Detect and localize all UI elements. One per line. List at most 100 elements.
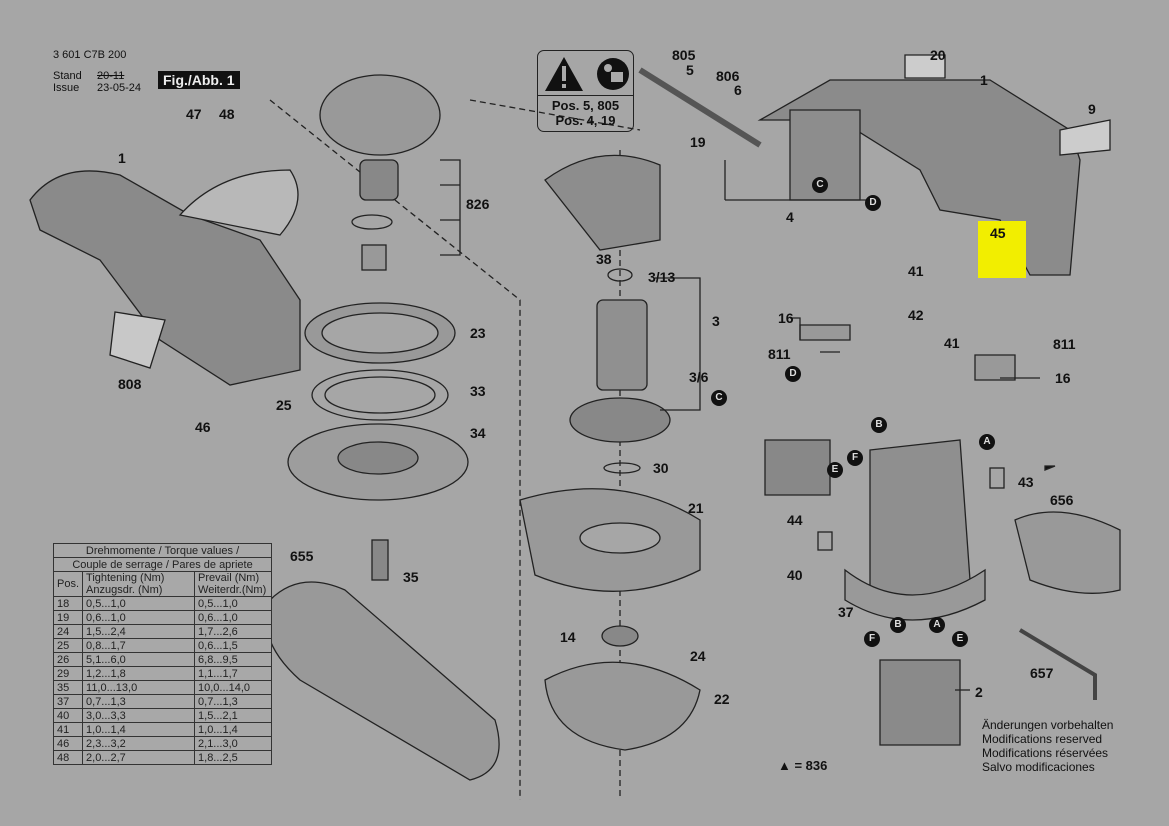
callout-3[interactable]: 3 (712, 313, 720, 329)
connector-a: A (929, 617, 945, 633)
callout-33[interactable]: 33 (470, 383, 486, 399)
part-number: 3 601 C7B 200 (53, 49, 127, 61)
callout-34[interactable]: 34 (470, 425, 486, 441)
issue-label: Issue (53, 82, 80, 94)
pos-cell: 46 (52, 736, 84, 751)
callout-47[interactable]: 47 (186, 106, 202, 122)
pos-cell: 37 (52, 694, 84, 709)
callout-811-b[interactable]: 811 (1053, 336, 1076, 352)
notice-line: Salvo modificaciones (982, 760, 1095, 774)
tightening-cell: 1,2...1,8 (82, 666, 196, 681)
prevail-cell: 10,0...14,0 (194, 680, 273, 695)
callout-41-b[interactable]: 41 (944, 335, 960, 351)
notice-line: Modifications reserved (982, 732, 1103, 746)
tightening-cell: 0,7...1,3 (82, 694, 196, 709)
prevail-cell: 0,5...1,0 (194, 596, 273, 611)
callout-5[interactable]: 5 (686, 62, 694, 78)
callout-44[interactable]: 44 (787, 512, 803, 528)
modifications-notice: Änderungen vorbehalten Modifications res… (982, 718, 1113, 774)
prevail-cell: 0,7...1,3 (194, 694, 273, 709)
stand-value: 20-11 (97, 70, 125, 82)
highlighted-part-45[interactable] (978, 221, 1026, 278)
prevail-cell: 6,8...9,5 (194, 652, 273, 667)
prevail-cell: 1,7...2,6 (194, 624, 273, 639)
callout-826[interactable]: 826 (466, 196, 490, 212)
callout-42[interactable]: 42 (908, 307, 924, 323)
callout-811[interactable]: 811 (768, 346, 791, 362)
callout-22[interactable]: 22 (714, 691, 730, 707)
callout-48[interactable]: 48 (219, 106, 235, 122)
callout-806[interactable]: 806 (716, 68, 740, 84)
callout-41[interactable]: 41 (908, 263, 924, 279)
callout-2[interactable]: 2 (975, 684, 983, 700)
callout-14[interactable]: 14 (560, 629, 576, 645)
callout-16[interactable]: 16 (778, 310, 794, 326)
callout-808[interactable]: 808 (118, 376, 142, 392)
connector-b: B (890, 617, 906, 633)
callout-43[interactable]: 43 (1018, 474, 1034, 490)
callout-3-13[interactable]: 3/13 (648, 269, 676, 285)
warning-box: Pos. 5, 805 Pos. 4, 19 (537, 50, 634, 132)
callout-4[interactable]: 4 (786, 209, 794, 225)
connector-e: E (952, 631, 968, 647)
tightening-cell: 2,0...2,7 (82, 750, 196, 765)
tightening-cell: 0,5...1,0 (82, 596, 196, 611)
callout-45[interactable]: 45 (990, 225, 1006, 241)
read-manual-icon (597, 58, 629, 90)
tightening-cell: 2,3...3,2 (82, 736, 196, 751)
col-pos: Pos. (52, 571, 84, 597)
tightening-cell: 0,6...1,0 (82, 610, 196, 625)
callout-19[interactable]: 19 (690, 134, 706, 150)
connector-b: B (871, 417, 887, 433)
connector-d: D (785, 366, 801, 382)
prevail-cell: 0,6...1,5 (194, 638, 273, 653)
prevail-cell: 1,5...2,1 (194, 708, 273, 723)
connector-c: C (812, 177, 828, 193)
callout-1-handle[interactable]: 1 (118, 150, 126, 166)
callout-3-6[interactable]: 3/6 (689, 369, 709, 385)
warning-line-1: Pos. 5, 805 (551, 98, 620, 113)
callout-16-b[interactable]: 16 (1055, 370, 1071, 386)
callout-805[interactable]: 805 (672, 47, 696, 63)
callout-21[interactable]: 21 (688, 500, 704, 516)
tightening-cell: 1,5...2,4 (82, 624, 196, 639)
callout-20[interactable]: 20 (930, 47, 946, 63)
tightening-cell: 0,8...1,7 (82, 638, 196, 653)
notice-line: Modifications réservées (982, 746, 1109, 760)
callout-40[interactable]: 40 (787, 567, 803, 583)
pos-cell: 19 (52, 610, 84, 625)
connector-f: F (864, 631, 880, 647)
connector-c: C (711, 390, 727, 406)
callout-655[interactable]: 655 (290, 548, 314, 564)
callout-25[interactable]: 25 (276, 397, 292, 413)
callout-24[interactable]: 24 (690, 648, 706, 664)
callout-656[interactable]: 656 (1050, 492, 1074, 508)
callout-30[interactable]: 30 (653, 460, 669, 476)
pos-cell: 26 (52, 652, 84, 667)
callout-37[interactable]: 37 (838, 604, 854, 620)
callout-35[interactable]: 35 (403, 569, 419, 585)
callout-9[interactable]: 9 (1088, 101, 1096, 117)
callout-46[interactable]: 46 (195, 419, 211, 435)
callout-657[interactable]: 657 (1030, 665, 1054, 681)
warning-line-2: Pos. 4, 19 (555, 113, 616, 128)
callout-1-housing[interactable]: 1 (980, 72, 988, 88)
callout-38[interactable]: 38 (596, 251, 612, 267)
prevail-cell: 0,6...1,0 (194, 610, 273, 625)
callout-23[interactable]: 23 (470, 325, 486, 341)
pos-cell: 48 (52, 750, 84, 765)
callout-6[interactable]: 6 (734, 82, 742, 98)
torque-values-table: Drehmomente / Torque values / Couple de … (52, 543, 273, 765)
connector-d: D (865, 195, 881, 211)
prevail-cell: 1,0...1,4 (194, 722, 273, 737)
pos-cell: 18 (52, 596, 84, 611)
table-title-1: Drehmomente / Torque values / (52, 543, 273, 558)
pos-cell: 29 (52, 666, 84, 681)
